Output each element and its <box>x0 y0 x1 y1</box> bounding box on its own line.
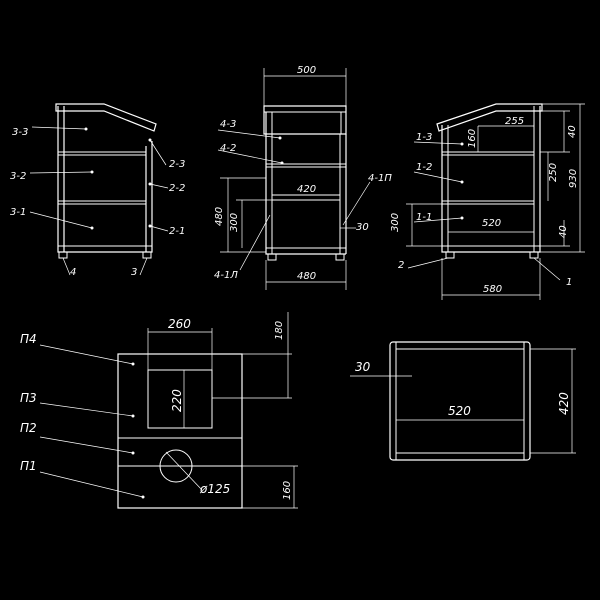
dim-back-220: 220 <box>170 389 184 412</box>
left-side-view: 3-3 3-2 3-1 2-3 2-2 2-1 4 3 <box>10 103 185 278</box>
label-1-3: 1-3 <box>416 132 432 143</box>
dim-back-180: 180 <box>274 321 285 340</box>
dim-back-160: 160 <box>282 481 293 500</box>
label-p4: П4 <box>20 332 37 346</box>
label-2-1: 2-1 <box>169 226 185 237</box>
label-1-2: 1-2 <box>416 162 432 173</box>
dim-right-520: 520 <box>482 218 501 229</box>
dim-top-420: 420 <box>557 392 571 415</box>
label-3-3: 3-3 <box>12 127 28 138</box>
dim-top-30: 30 <box>355 360 371 374</box>
dim-front-300-h: 300 <box>229 213 240 232</box>
dim-front-480-h: 480 <box>214 207 225 226</box>
dim-right-580: 580 <box>483 284 502 295</box>
label-p1: П1 <box>20 459 37 473</box>
dim-front-500: 500 <box>297 65 316 76</box>
label-leg-4: 4 <box>70 267 76 278</box>
front-view: 500 420 480 300 30 480 4-3 4-2 4-1Л 4-1П <box>214 65 392 290</box>
dim-top-520: 520 <box>448 404 471 418</box>
label-leg-1: 1 <box>566 277 572 288</box>
dim-front-30: 30 <box>356 222 369 233</box>
label-4-2: 4-2 <box>220 143 236 154</box>
dim-right-255: 255 <box>505 116 524 127</box>
top-view: 30 520 420 <box>350 341 576 461</box>
dim-right-930: 930 <box>568 169 579 188</box>
dim-back-diameter-125: ø125 <box>199 482 230 496</box>
label-leg-3: 3 <box>131 267 137 278</box>
label-4-1l: 4-1Л <box>214 270 238 281</box>
label-4-1p: 4-1П <box>368 173 392 184</box>
label-3-2: 3-2 <box>10 171 26 182</box>
dim-right-250: 250 <box>548 163 559 182</box>
dim-front-420: 420 <box>297 184 316 195</box>
dim-back-260: 260 <box>168 317 191 331</box>
dim-front-480-w: 480 <box>297 271 316 282</box>
label-4-3: 4-3 <box>220 119 236 130</box>
dim-right-160: 160 <box>467 129 478 148</box>
back-view: 260 180 220 ø125 160 П4 П3 П2 П1 <box>20 312 298 509</box>
label-leg-2: 2 <box>398 260 404 271</box>
label-p2: П2 <box>20 421 37 435</box>
label-p3: П3 <box>20 391 37 405</box>
dim-right-40-top: 40 <box>567 125 578 138</box>
label-2-3: 2-3 <box>169 159 185 170</box>
label-1-1: 1-1 <box>416 212 432 223</box>
dim-right-300: 300 <box>390 213 401 232</box>
dim-right-40-bottom: 40 <box>558 225 569 238</box>
right-side-view: 255 160 930 40 250 40 300 520 580 <box>390 103 585 300</box>
label-2-2: 2-2 <box>169 183 185 194</box>
label-3-1: 3-1 <box>10 207 26 218</box>
